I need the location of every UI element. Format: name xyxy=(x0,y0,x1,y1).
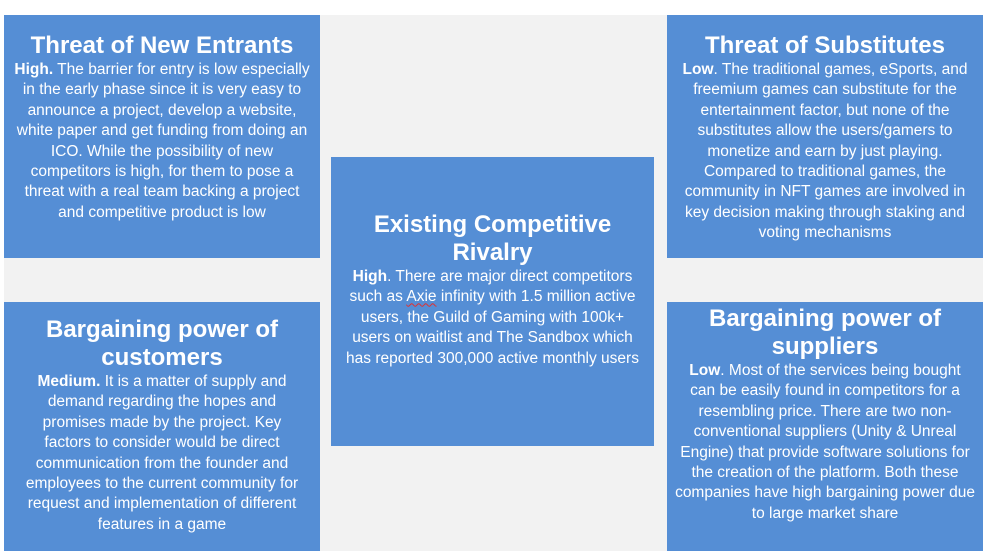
box-body: Low. Most of the services being bought c… xyxy=(675,361,975,524)
box-title: Existing Competitive Rivalry xyxy=(373,211,612,266)
threat-new-entrants-box: Threat of New Entrants High. The barrier… xyxy=(4,15,320,258)
bargaining-customers-box: Bargaining power of customers Medium. It… xyxy=(4,302,320,551)
level-label: Low xyxy=(682,61,714,78)
box-body: High. There are major direct competitors… xyxy=(345,267,640,369)
threat-substitutes-box: Threat of Substitutes Low. The tradition… xyxy=(667,15,983,258)
box-text: . There are major direct competitors suc… xyxy=(349,268,633,306)
level-label: High. xyxy=(14,61,54,78)
level-label: High xyxy=(352,268,388,285)
competitive-rivalry-box: Existing Competitive Rivalry High. There… xyxy=(331,157,654,446)
box-text: infinity with 1.5 million active users, … xyxy=(346,288,639,367)
box-text: The barrier for entry is low especially … xyxy=(16,61,310,221)
box-body: Medium. It is a matter of supply and dem… xyxy=(18,372,306,535)
box-text: . The traditional games, eSports, and fr… xyxy=(684,61,968,242)
level-label: Medium. xyxy=(37,373,101,390)
box-text: . Most of the services being bought can … xyxy=(675,362,975,522)
level-label: Low xyxy=(689,362,721,379)
box-title: Threat of New Entrants xyxy=(30,32,294,59)
box-title: Bargaining power of suppliers xyxy=(708,305,941,360)
box-title: Threat of Substitutes xyxy=(704,32,945,59)
box-body: High. The barrier for entry is low espec… xyxy=(10,60,314,223)
box-title: Bargaining power of customers xyxy=(45,316,278,371)
box-body: Low. The traditional games, eSports, and… xyxy=(673,60,977,244)
bargaining-suppliers-box: Bargaining power of suppliers Low. Most … xyxy=(667,302,983,551)
spellcheck-word: Axie xyxy=(406,288,437,306)
box-text: It is a matter of supply and demand rega… xyxy=(25,373,299,533)
